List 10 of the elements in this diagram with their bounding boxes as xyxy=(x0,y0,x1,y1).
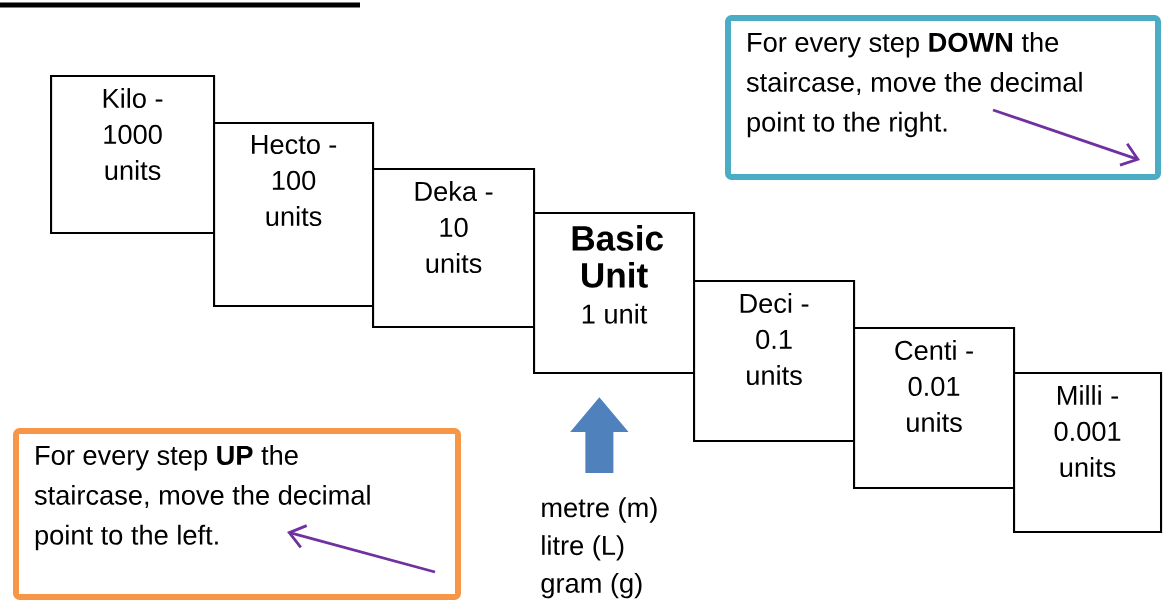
step-box: Kilo - 1000 units xyxy=(50,75,216,235)
step-box: Deci - 0.1 units xyxy=(693,280,856,443)
step-box: Centi - 0.01 units xyxy=(853,327,1016,490)
step-box: Deka - 10 units xyxy=(372,168,536,329)
step-box: Milli - 0.001 units xyxy=(1013,372,1163,534)
step-box: Hecto - 100 units xyxy=(213,122,375,308)
unit-list: metre (m) litre (L) gram (g) xyxy=(541,497,657,599)
step-box: Basic Unit 1 unit xyxy=(533,212,696,375)
note-box: For every step DOWN the staircase, move the decimal point to the right. xyxy=(725,15,1161,180)
note-box: For every step UP the staircase, move the decimal point to the left. xyxy=(13,428,461,600)
